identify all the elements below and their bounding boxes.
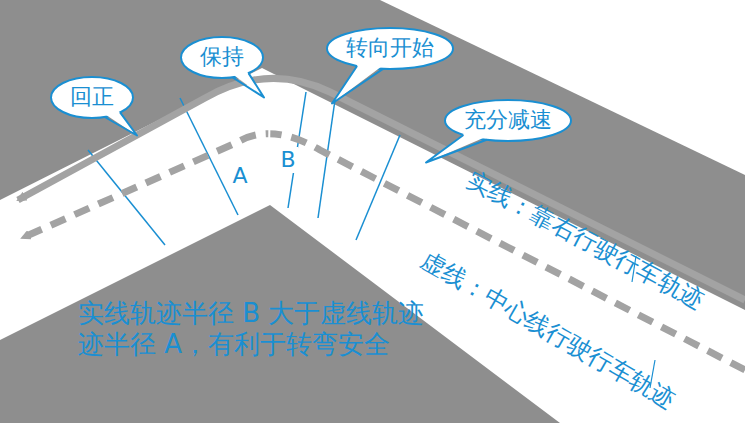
radius-label: B [278, 147, 297, 173]
bubble-label: 充分减速 [444, 107, 572, 133]
bubble-label: 保持 [180, 44, 264, 70]
bubble-label: 转向开始 [326, 35, 454, 61]
speech-bubble: 回正 [50, 76, 134, 119]
radius-label: A [230, 163, 249, 189]
road-verge [380, 0, 745, 175]
zone-lines [88, 92, 400, 245]
road-surface [0, 68, 745, 423]
speech-bubble: 充分减速 [444, 99, 572, 142]
speech-bubble: 转向开始 [326, 27, 454, 70]
bubble-label: 回正 [50, 84, 134, 110]
speech-bubble: 保持 [180, 36, 264, 79]
dashed-trajectory [22, 134, 745, 370]
radius-arrows [256, 96, 270, 202]
note-text: 实线轨迹半径 B 大于虚线轨迹 迹半径 A，有利于转弯安全 [78, 298, 443, 360]
